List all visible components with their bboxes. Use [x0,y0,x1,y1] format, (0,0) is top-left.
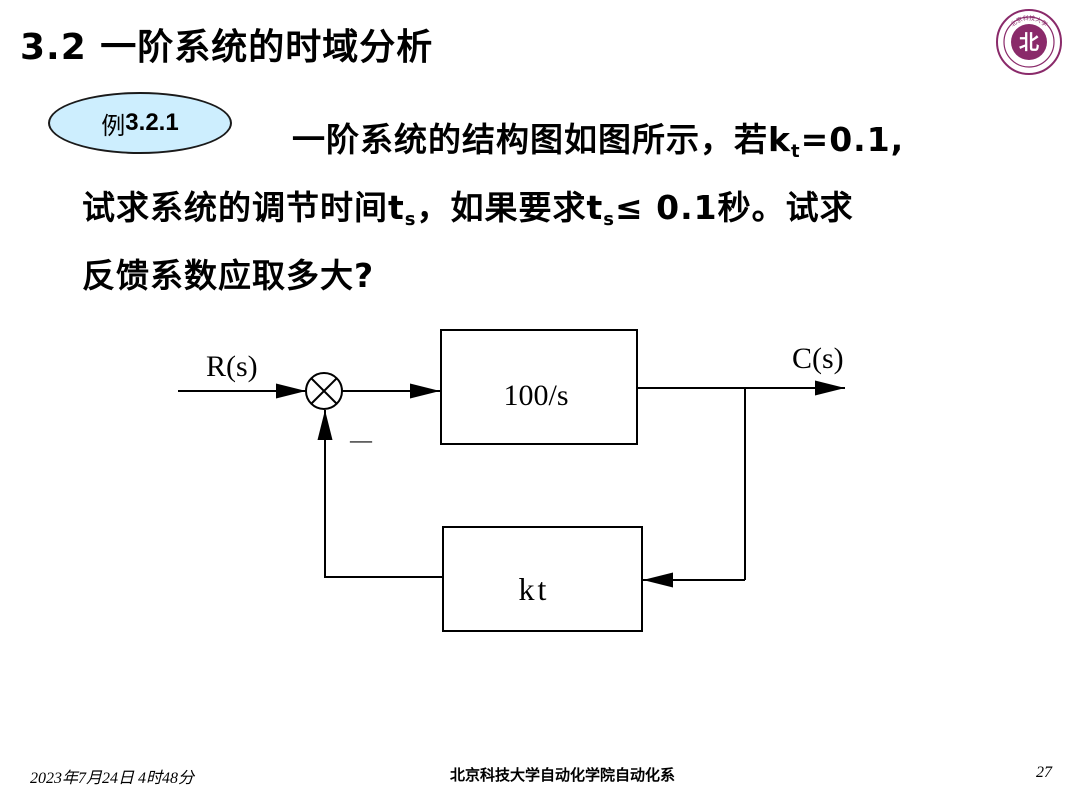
feedback-block [442,526,643,632]
example-badge-prefix: 例 [101,111,126,140]
page-number: 27 [1036,764,1052,781]
problem-line-2: 试求系统的调节时间ts，如果要求ts≤ 0.1秒。试求 [82,180,1032,248]
problem-text: 一阶系统的结构图如图所示，若k [292,120,791,159]
problem-statement: 一阶系统的结构图如图所示，若kt=0.1, 试求系统的调节时间ts，如果要求ts… [82,112,1032,304]
problem-text: ≤ 0.1秒。试求 [615,188,854,227]
problem-line-3: 反馈系数应取多大? [82,256,375,295]
logo-char: 北 [1019,30,1039,54]
example-badge-number: 3.2.1 [125,109,179,136]
forward-block-label: 100/s [503,379,568,412]
output-label: C(s) [792,342,844,375]
minus-sign: — [349,427,373,452]
problem-text: ，如果要求t [416,188,604,227]
feedback-block-label: kt [519,571,550,607]
feedback-return-line [317,410,443,578]
input-label: R(s) [206,350,258,383]
subscript-s: s [404,209,417,230]
summing-junction [305,372,343,410]
footer-school: 北京科技大学自动化学院自动化系 [450,766,676,784]
problem-text: =0.1, [800,120,905,159]
subscript-t: t [790,141,801,162]
slide-title: 3.2 一阶系统的时域分析 [20,27,434,68]
subscript-s: s [603,209,615,230]
problem-text: 试求系统的调节时间t [82,188,405,227]
problem-line-1: 一阶系统的结构图如图所示，若kt=0.1, [82,112,1032,180]
footer-date: 2023年7月24日 4时48分 [30,770,195,787]
university-logo-icon: 北 北京科技大学 [996,9,1062,75]
